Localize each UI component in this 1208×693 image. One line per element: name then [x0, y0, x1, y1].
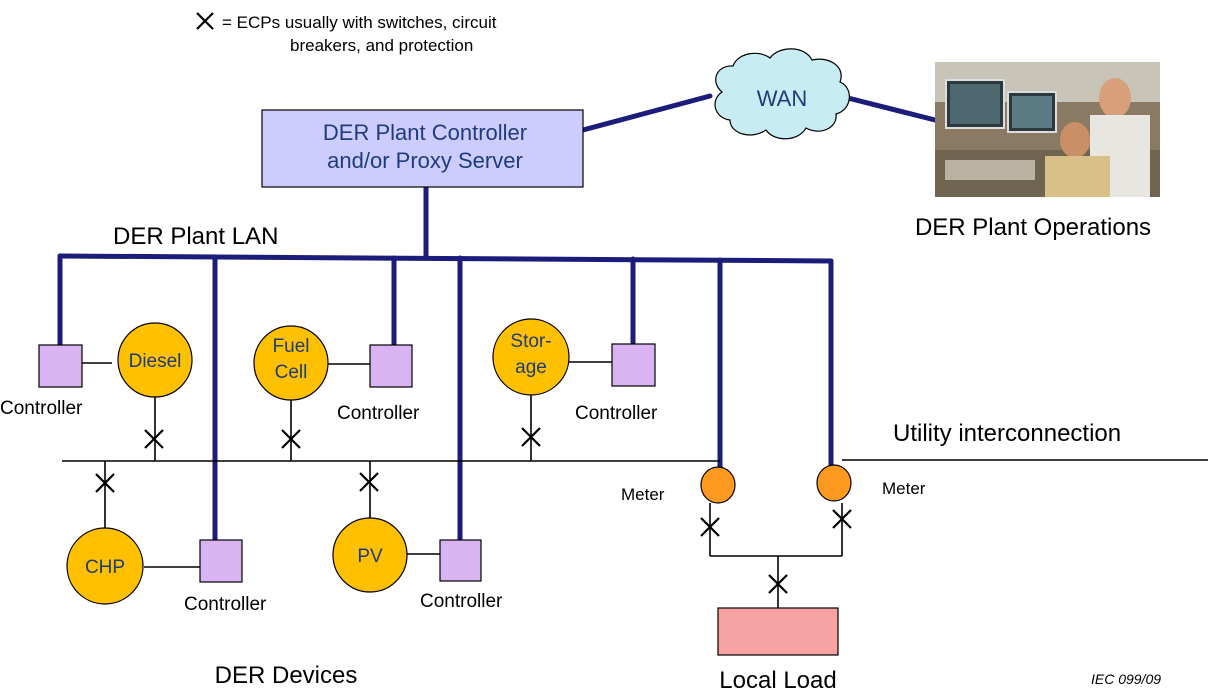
fuel-cell-controller [369, 344, 413, 388]
ecp-cross-icon [832, 509, 852, 529]
legend: = ECPs usually with switches, circuit br… [196, 12, 497, 55]
pv-label: PV [357, 546, 383, 567]
ecp-cross-icon [359, 472, 379, 492]
cloud-icon [714, 48, 850, 140]
diesel-circle [117, 322, 193, 398]
controller-label: Controller [575, 403, 658, 424]
der-devices-label: DER Devices [215, 662, 358, 689]
operations-photo [935, 62, 1160, 197]
ecp-cross-icon [144, 429, 164, 449]
meter-right [816, 464, 852, 502]
local-load-box [717, 607, 839, 656]
wan-cloud: WAN [714, 48, 850, 140]
network-lines [57, 93, 938, 543]
controller-label: Controller [337, 403, 420, 424]
der-device-circles [66, 318, 570, 605]
local-load-label: Local Load [719, 667, 836, 693]
plant-controller: DER Plant Controller and/or Proxy Server [261, 109, 584, 188]
lan-label: DER Plant LAN [113, 223, 278, 250]
chp-circle [66, 527, 144, 605]
fuel-cell-label-1: Fuel [273, 336, 310, 357]
meter-label-right: Meter [882, 479, 926, 498]
storage-label-1: Stor- [510, 331, 551, 352]
ecp-cross-icon [768, 574, 788, 594]
wan-to-operations-line [837, 93, 938, 123]
ecp-cross-icon [521, 427, 541, 447]
plant-controller-line-1: DER Plant Controller [323, 120, 527, 145]
storage-label-2: age [515, 357, 547, 378]
controller-label: Controller [184, 594, 267, 615]
cross-symbol-icon [196, 12, 214, 30]
meter-label-left: Meter [621, 485, 665, 504]
storage-controller [611, 343, 656, 387]
figure-id: IEC 099/09 [1091, 671, 1161, 687]
power-lines [62, 361, 1208, 608]
diesel-label: Diesel [129, 351, 182, 372]
ecp-cross-icon [700, 517, 720, 537]
storage-circle [492, 318, 570, 396]
legend-line-2: breakers, and protection [290, 36, 473, 55]
ecp-symbols [95, 427, 852, 594]
ecp-cross-icon [281, 429, 301, 449]
operations-label: DER Plant Operations [915, 214, 1151, 241]
lan-bus [57, 253, 834, 264]
fuel-cell-circle [253, 325, 329, 401]
meter-left [700, 466, 736, 504]
fuel-cell-label-2: Cell [275, 362, 308, 383]
utility-label: Utility interconnection [893, 420, 1121, 447]
wan-label: WAN [757, 86, 808, 111]
pv-circle [332, 517, 408, 593]
chp-label: CHP [85, 557, 125, 578]
diesel-controller [38, 344, 83, 388]
controller-label: Controller [420, 591, 503, 612]
controller-label: Controller [0, 398, 83, 419]
controller-to-wan-line [580, 93, 713, 133]
meters [700, 464, 852, 504]
pv-controller [439, 539, 482, 582]
legend-line-1: = ECPs usually with switches, circuit [222, 13, 497, 32]
plant-controller-line-2: and/or Proxy Server [327, 148, 523, 173]
controller-boxes [38, 343, 656, 583]
chp-controller [199, 539, 243, 583]
ecp-cross-icon [95, 473, 115, 493]
